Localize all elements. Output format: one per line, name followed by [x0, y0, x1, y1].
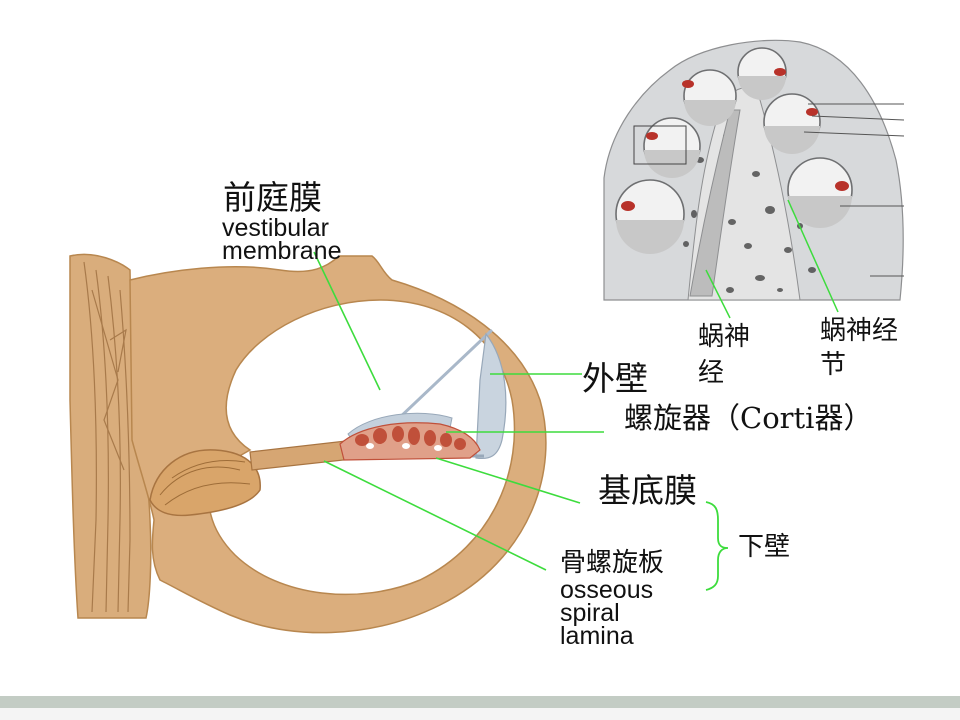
label-spiral-ganglion-2: 节	[820, 350, 847, 380]
label-lower-wall: 下壁	[738, 532, 791, 562]
label-spiral-ganglion-1: 蜗神经	[820, 316, 899, 346]
label-osseous-spiral-lamina-en-3: lamina	[560, 622, 634, 650]
label-vestibular-membrane-en: vestibular	[222, 214, 329, 242]
label-outer-wall: 外壁	[582, 359, 648, 398]
label-organ-of-corti: 螺旋器（Corti器）	[624, 401, 873, 435]
inset-turn-shadows	[616, 76, 852, 254]
label-osseous-spiral-lamina-en-1: osseous	[560, 576, 654, 604]
label-osseous-spiral-lamina-en-2: spiral	[560, 599, 620, 627]
inset-pointer-lines	[803, 103, 905, 277]
inset-nerve	[689, 109, 741, 297]
label-osseous-spiral-lamina-cn: 骨螺旋板	[560, 548, 665, 578]
label-cochlear-nerve-2: 经	[698, 358, 725, 388]
footer-strip	[0, 708, 960, 720]
inset-callout-box	[633, 125, 687, 165]
label-vestibular-membrane-cn: 前庭膜	[223, 178, 322, 217]
inset-leader-lines	[705, 199, 839, 319]
leader-lines	[313, 251, 604, 571]
organ-of-corti	[339, 422, 481, 461]
label-cochlear-nerve-1: 蜗神	[698, 322, 751, 352]
brace	[705, 501, 729, 591]
footer-bar	[0, 696, 960, 708]
label-basilar-membrane: 基底膜	[598, 471, 697, 510]
inset-corti-marks	[621, 68, 849, 211]
cochlea-inset	[603, 39, 905, 319]
nerve-fibers	[83, 261, 131, 613]
label-vestibular-membrane-en2: membrane	[222, 237, 342, 265]
spiral-ligament	[475, 332, 507, 460]
spiral-ganglion-bulb	[149, 449, 261, 517]
